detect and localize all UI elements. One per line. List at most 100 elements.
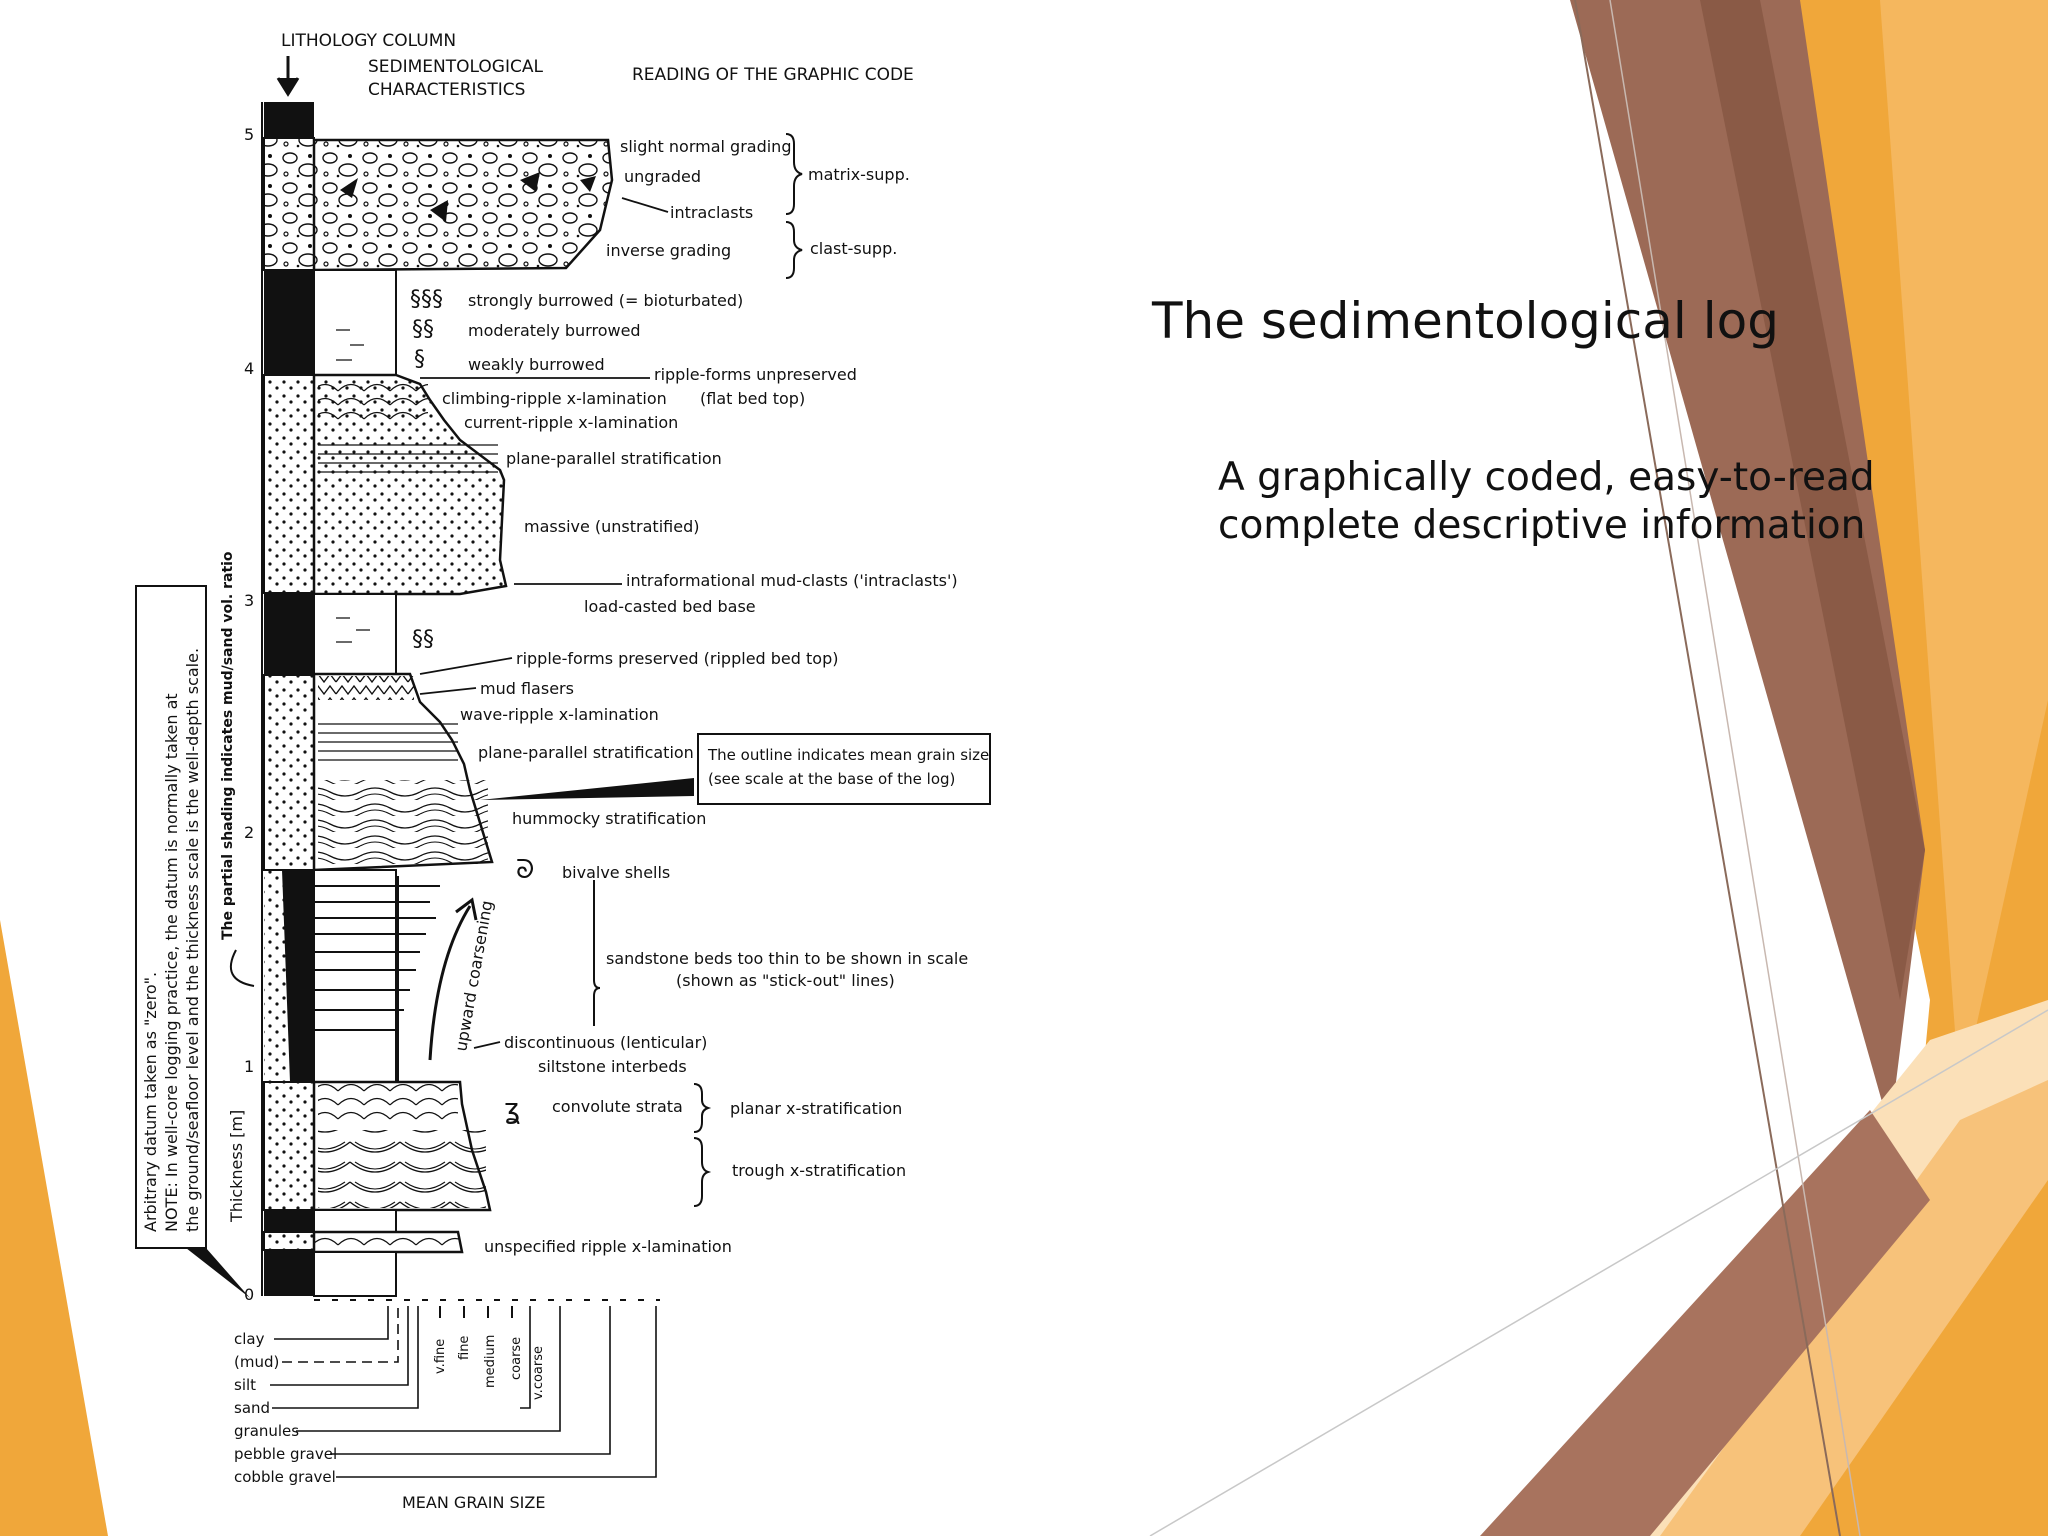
- label-clast-supp: clast-supp.: [810, 239, 897, 258]
- datum-note-line1: Arbitrary datum taken as "zero".: [141, 972, 160, 1232]
- label-discontinuous-2: siltstone interbeds: [538, 1057, 687, 1076]
- label-planar-x: planar x-stratification: [730, 1099, 902, 1118]
- lithology-column: [263, 102, 315, 1296]
- decor-line-3: [1149, 1009, 2048, 1536]
- grain-size-title: MEAN GRAIN SIZE: [402, 1493, 545, 1512]
- outline-pointer: [480, 778, 694, 800]
- label-outline-note-1: The outline indicates mean grain size: [707, 746, 989, 764]
- label-ripple-preserved: ripple-forms preserved (rippled bed top): [516, 649, 838, 668]
- datum-pointer: [186, 1248, 250, 1298]
- label-weakly-burrowed: weakly burrowed: [468, 355, 605, 374]
- stick-out-lines: [314, 885, 440, 1031]
- brace-trough-x: [693, 1137, 712, 1207]
- burrow-symbol-moderate: §§: [412, 317, 434, 342]
- scale-tick-4: 4: [244, 359, 254, 378]
- bivalve-icon: ᘐ: [516, 855, 534, 885]
- grain-left-sand: sand: [234, 1399, 270, 1417]
- grain-left-clay: clay: [234, 1330, 265, 1348]
- label-outline-note-2: (see scale at the base of the log): [708, 770, 955, 788]
- label-climbing-ripple: climbing-ripple x-lamination: [442, 389, 667, 408]
- scale-tick-1: 1: [244, 1057, 254, 1076]
- ripple-preserved-arrow: [419, 657, 513, 675]
- label-slight-normal-grading: slight normal grading: [620, 137, 791, 156]
- label-moderately-burrowed: moderately burrowed: [468, 321, 641, 340]
- label-plane-parallel-1: plane-parallel stratification: [506, 449, 722, 468]
- right-brown-band: [1570, 0, 1925, 1130]
- label-ripple-unpreserved-1: ripple-forms unpreserved: [654, 365, 857, 384]
- datum-note-line2: NOTE: In well-core logging practice, the…: [162, 693, 181, 1232]
- header-sed-char-1: SEDIMENTOLOGICAL: [368, 57, 543, 77]
- label-thin-beds-2: (shown as "stick-out" lines): [676, 971, 895, 990]
- outline-note-box: [697, 733, 991, 805]
- grain-left-mud: (mud): [234, 1353, 279, 1371]
- leader-cobble: [336, 1306, 657, 1478]
- lithology-arrow: [276, 56, 300, 97]
- label-upward-coarsening: upward coarsening: [451, 899, 496, 1053]
- label-inverse-grading: inverse grading: [606, 241, 731, 260]
- grain-left-pebble: pebble gravel: [234, 1445, 337, 1463]
- label-plane-parallel-2: plane-parallel stratification: [478, 743, 694, 762]
- upward-coarsening-arrow: [428, 897, 478, 1061]
- left-orange-wedge: [0, 920, 108, 1536]
- grain-left-granules: granules: [234, 1422, 299, 1440]
- label-mud-flasers: mud flasers: [480, 679, 574, 698]
- leader-granules: [296, 1306, 561, 1432]
- grain-size-scale: clay (mud) silt sand granules pebble gra…: [234, 1299, 660, 1512]
- leader-vcoarse: [520, 1306, 531, 1409]
- slide-subtitle: A graphically coded, easy-to-read comple…: [1218, 454, 1875, 550]
- burrow-symbol-weak: §: [414, 347, 425, 372]
- scale-tick-0: 0: [244, 1285, 254, 1304]
- datum-note-box: [135, 585, 207, 1249]
- label-intraformational: intraformational mud-clasts ('intraclast…: [626, 571, 958, 590]
- header-lithology-column: LITHOLOGY COLUMN: [281, 31, 456, 51]
- shading-note: The partial shading indicates mud/sand v…: [220, 551, 236, 940]
- subtitle-line-1: A graphically coded, easy-to-read: [1218, 455, 1875, 500]
- slide-title: The sedimentological log: [1152, 292, 1779, 350]
- brace-matrix-supp: [785, 133, 803, 215]
- lower-orange-wedge: [1800, 1180, 2048, 1536]
- label-load-casted: load-casted bed base: [584, 597, 756, 616]
- label-wave-ripple: wave-ripple x-lamination: [460, 705, 659, 724]
- burrow-symbol-strong: §§§: [410, 287, 443, 312]
- leader-mud: [282, 1306, 399, 1363]
- grain-size-profile: [312, 138, 614, 1083]
- label-current-ripple: current-ripple x-lamination: [464, 413, 678, 432]
- label-ungraded: ungraded: [624, 167, 701, 186]
- subtitle-line-2: complete descriptive information: [1218, 503, 1866, 548]
- label-convolute: convolute strata: [552, 1097, 683, 1116]
- label-discontinuous-1: discontinuous (lenticular): [504, 1033, 707, 1052]
- intraclasts-arrow: [621, 197, 669, 213]
- sand-class-vcoarse: v.coarse: [531, 1346, 546, 1400]
- mud-flasers-arrow: [419, 687, 477, 695]
- label-strongly-burrowed: strongly burrowed (= bioturbated): [468, 291, 743, 310]
- leader-pebble: [330, 1306, 611, 1455]
- sand-class-fine: fine: [457, 1336, 472, 1360]
- right-dark-brown-sliver: [1700, 0, 1925, 1000]
- shading-pointer: [230, 949, 255, 987]
- label-intraclasts: intraclasts: [670, 203, 753, 222]
- header-sed-char-2: CHARACTERISTICS: [368, 80, 525, 100]
- label-ripple-unpreserved-2: (flat bed top): [700, 389, 805, 408]
- decor-line-1: [1574, 0, 1841, 1536]
- header-reading: READING OF THE GRAPHIC CODE: [632, 65, 914, 85]
- grain-left-silt: silt: [234, 1376, 256, 1394]
- leader-clay: [274, 1306, 389, 1340]
- scale-tick-3: 3: [244, 591, 254, 610]
- label-unspecified-ripple: unspecified ripple x-lamination: [484, 1237, 732, 1256]
- brace-clast-supp: [785, 221, 803, 279]
- thickness-label: Thickness [m]: [227, 1110, 246, 1223]
- discontinuous-arrow: [473, 1041, 501, 1049]
- burrow-symbol-3: §§: [412, 627, 434, 652]
- scale-tick-5: 5: [244, 125, 254, 144]
- leader-sand: [272, 1306, 419, 1409]
- grain-left-cobble: cobble gravel: [234, 1468, 336, 1486]
- leader-silt: [270, 1306, 409, 1386]
- decor-line-2: [1609, 0, 1861, 1536]
- lower-beds: [312, 1080, 492, 1297]
- label-hummocky: hummocky stratification: [512, 809, 706, 828]
- label-trough-x: trough x-stratification: [732, 1161, 906, 1180]
- datum-note-line3: the ground/seafloor level and the thickn…: [183, 648, 202, 1232]
